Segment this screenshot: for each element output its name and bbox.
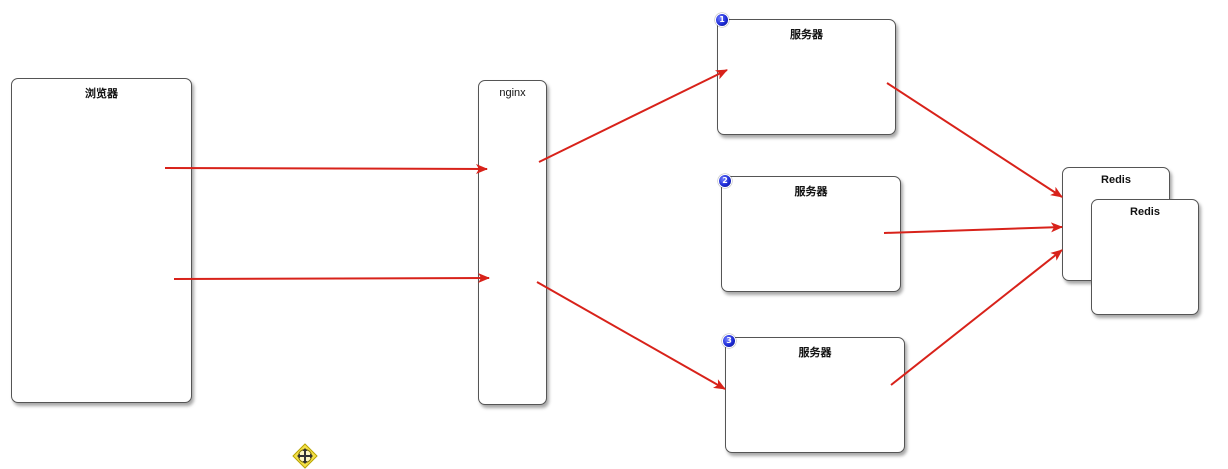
server-node-2[interactable]: 服务器 (721, 176, 901, 292)
server-1-number-badge: 1 (715, 13, 729, 27)
arrow-server-1-to-redis (886, 82, 1063, 198)
nginx-node[interactable]: nginx (478, 80, 547, 405)
redis-node-front-title: Redis (1130, 206, 1160, 218)
redis-node-front[interactable]: Redis (1091, 199, 1199, 315)
server-node-1[interactable]: 服务器 (717, 19, 896, 135)
browser-node-title: 浏览器 (85, 88, 118, 100)
nginx-node-title: nginx (499, 87, 526, 99)
server-2-number-badge: 2 (718, 174, 732, 188)
server-node-1-title: 服务器 (790, 29, 823, 41)
server-3-number-badge: 3 (722, 334, 736, 348)
arrow-server-3-to-redis (890, 249, 1063, 386)
server-node-3-title: 服务器 (798, 347, 832, 359)
server-node-3[interactable]: 服务器 (725, 337, 905, 453)
arrow-nginx-to-server-3 (536, 281, 726, 390)
browser-node[interactable]: 浏览器 (11, 78, 192, 403)
redis-node-back-title: Redis (1101, 174, 1131, 186)
move-cursor-icon (292, 443, 318, 469)
arrow-nginx-to-server-1 (538, 69, 728, 163)
arrow-browser-to-nginx-1 (164, 163, 488, 174)
arrow-server-2-to-redis (883, 222, 1063, 234)
arrow-browser-to-nginx-2 (173, 273, 490, 284)
server-node-2-title: 服务器 (794, 186, 828, 198)
